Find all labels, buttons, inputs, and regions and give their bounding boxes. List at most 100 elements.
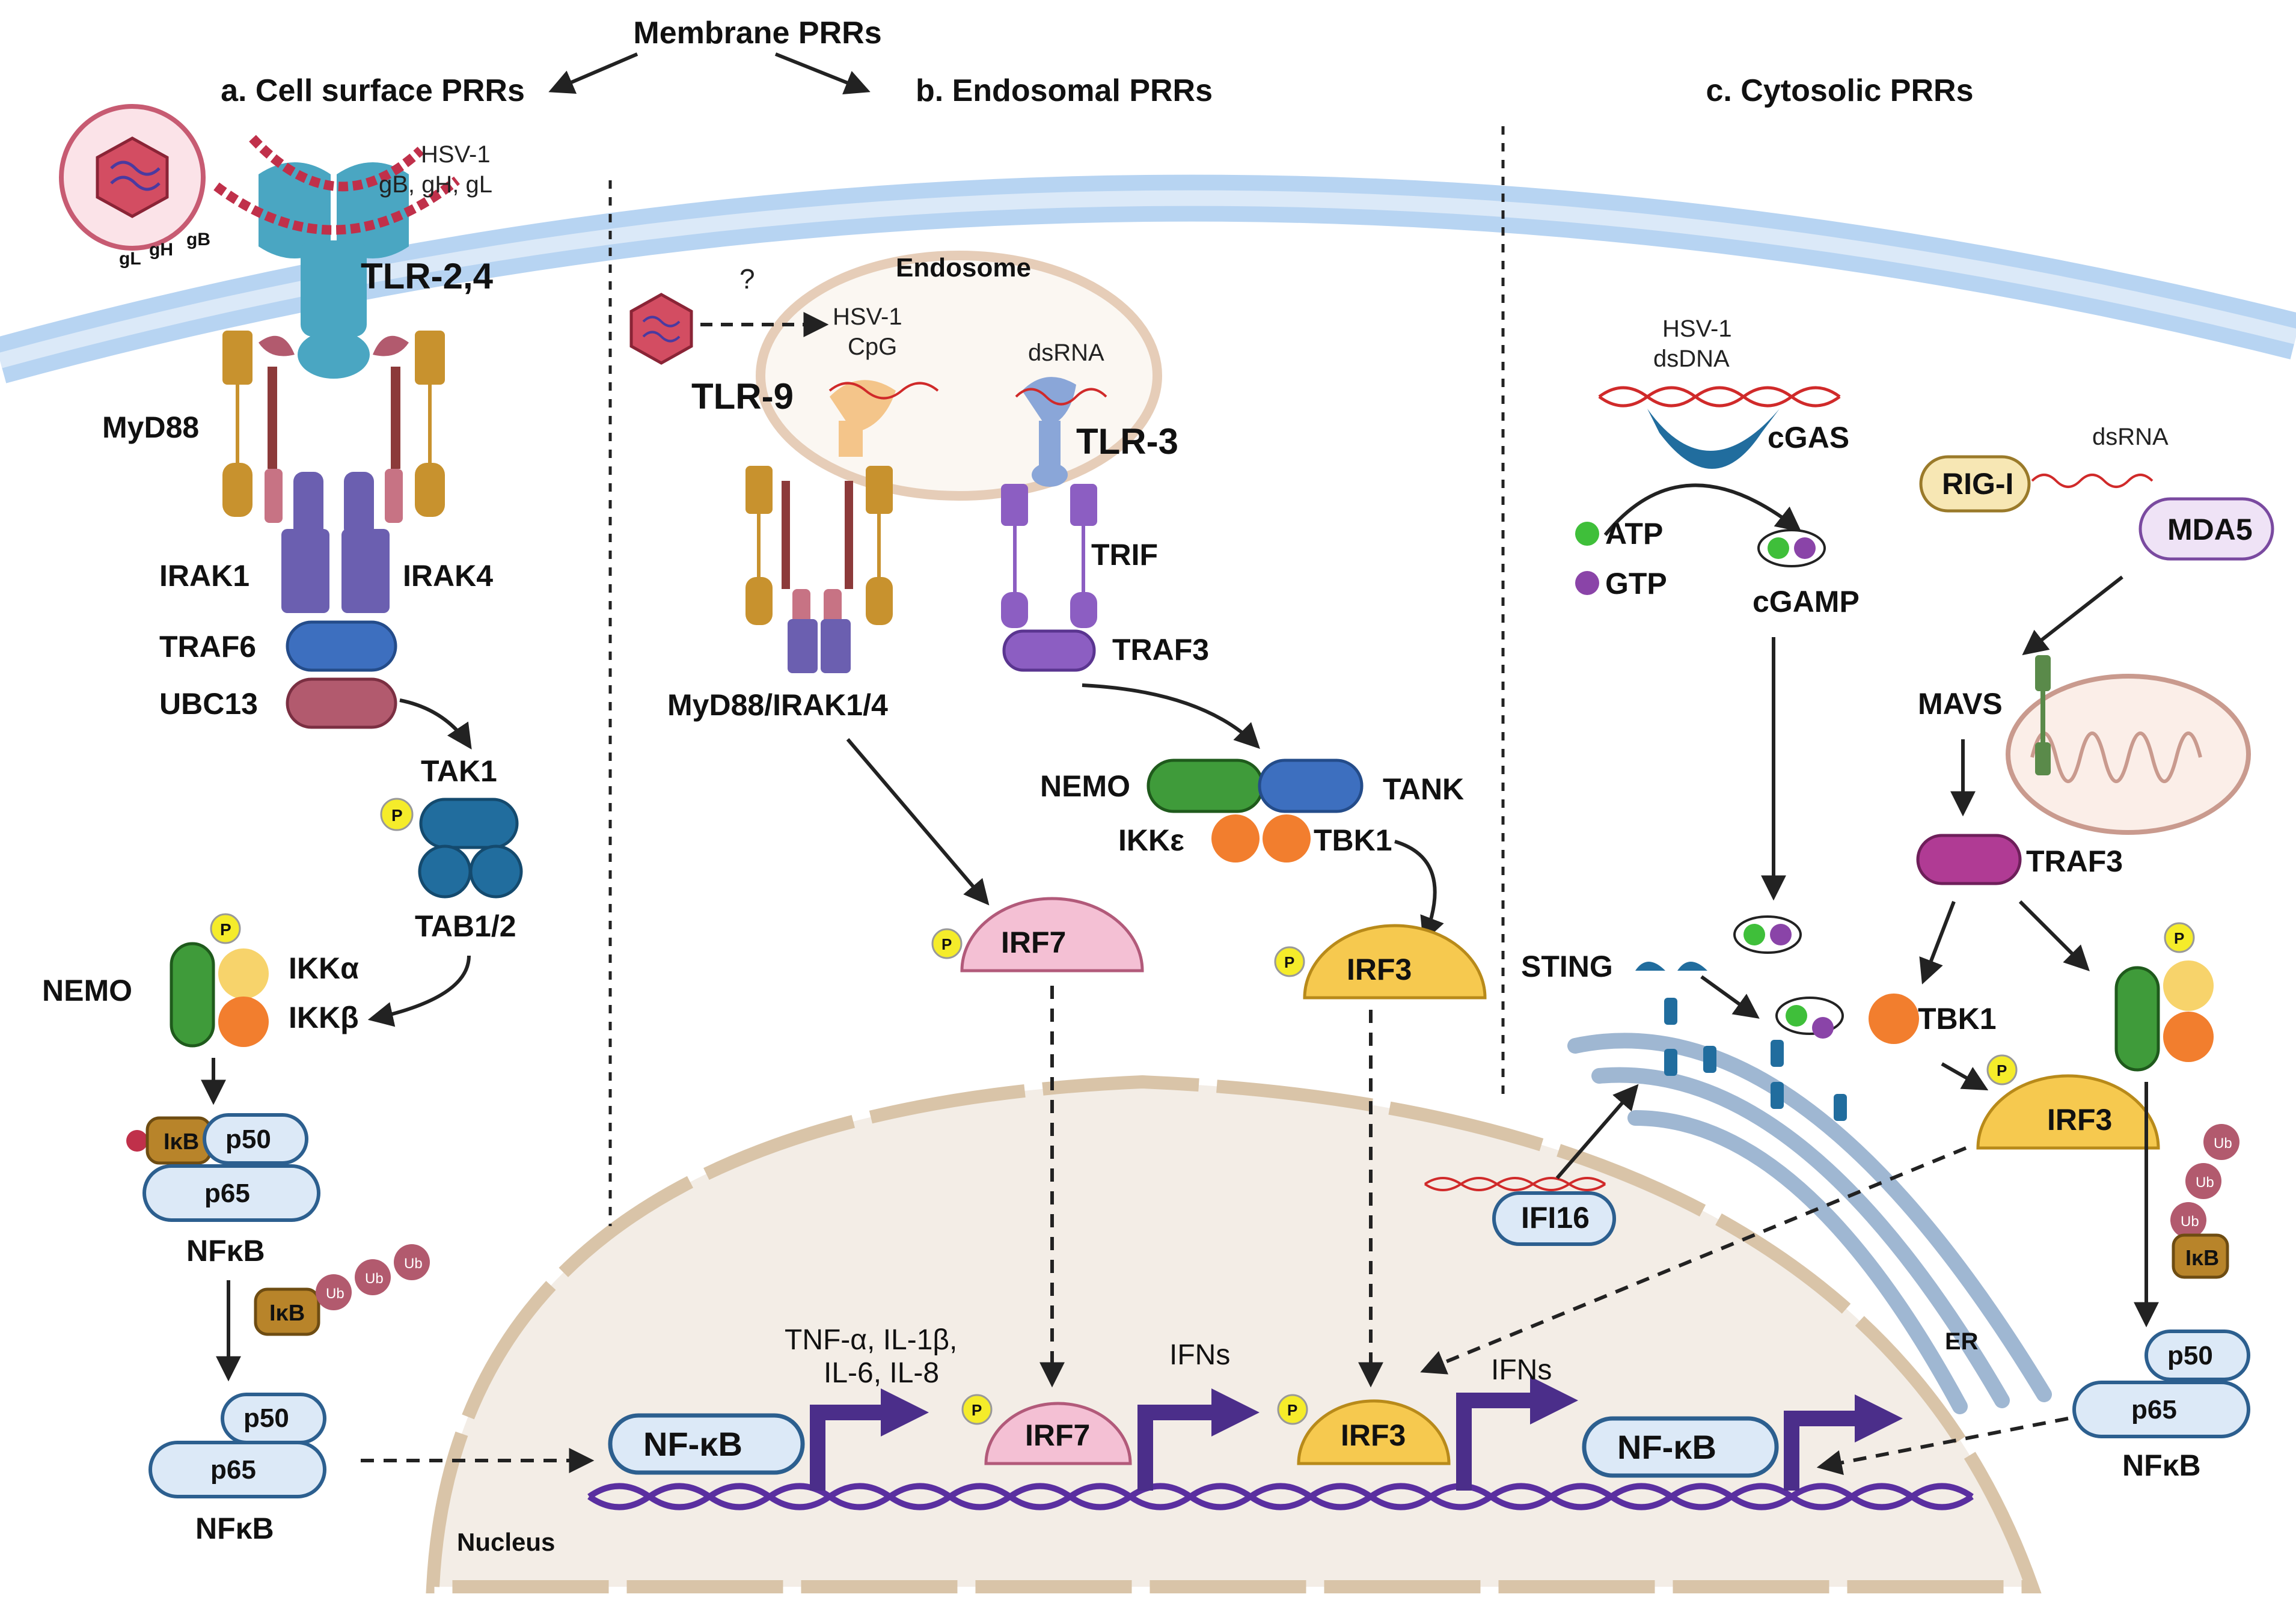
section-c-title: c. Cytosolic PRRs bbox=[1706, 73, 1973, 108]
gtp-label: GTP bbox=[1605, 567, 1667, 600]
ikk-a-phospho: P bbox=[220, 920, 231, 939]
arrow-tbk1-irf3-c bbox=[1941, 1062, 1989, 1091]
cgas-shape bbox=[1647, 409, 1780, 469]
myd88-complex-a bbox=[222, 331, 445, 523]
traf6-label: TRAF6 bbox=[159, 630, 256, 664]
cgamp-icon bbox=[1757, 529, 1826, 567]
arrow-mda5-mavs bbox=[2022, 575, 2123, 656]
dna-helix bbox=[587, 1483, 1974, 1510]
traf3-label-c: TRAF3 bbox=[2026, 844, 2123, 878]
dsrna-label-c: dsRNA bbox=[2092, 424, 2169, 450]
hsv1-capsid-icon bbox=[629, 293, 693, 365]
irf3-phospho-3: P bbox=[1287, 1401, 1297, 1419]
cgamp-icon-2 bbox=[1733, 915, 1802, 954]
tak1-phospho: P bbox=[391, 806, 403, 825]
rigi-dsrna bbox=[2031, 474, 2154, 488]
glycoproteins-label: gB, gH, gL bbox=[379, 171, 492, 198]
hsv1-dsdna-label-2: dsDNA bbox=[1653, 346, 1730, 372]
mitochondrion bbox=[2006, 674, 2251, 835]
ub-label-3: Ub bbox=[404, 1256, 423, 1272]
irf3-phospho-1: P bbox=[1284, 953, 1294, 971]
tlr9-label: TLR-9 bbox=[691, 376, 794, 417]
p50-label-a2: p50 bbox=[243, 1403, 289, 1433]
tlr3-label: TLR-3 bbox=[1076, 421, 1178, 462]
rigi-shape bbox=[1919, 455, 2031, 513]
cytokines-label-2: IL-6, IL-8 bbox=[824, 1357, 939, 1389]
traf3-shape-c bbox=[1916, 834, 2022, 885]
ub-label-c2: Ub bbox=[2196, 1174, 2214, 1191]
tlr-2-4-receptor bbox=[213, 135, 460, 379]
arrow-traf3-tbk1-c bbox=[1919, 900, 1956, 985]
sting-cgamp-complex bbox=[1775, 994, 1919, 1044]
irf3-label-nucleus: IRF3 bbox=[1341, 1418, 1406, 1452]
myd88-label: MyD88 bbox=[102, 411, 199, 444]
ubc13-shape bbox=[286, 677, 397, 729]
irak4-label: IRAK4 bbox=[403, 559, 493, 593]
arrow-irf3c-nucleus bbox=[1420, 1146, 1967, 1375]
ub-label-2: Ub bbox=[365, 1271, 384, 1287]
rigi-label: RIG-I bbox=[1942, 467, 2013, 501]
tank-label: TANK bbox=[1383, 772, 1464, 806]
p65-label-a1: p65 bbox=[204, 1179, 250, 1208]
gl-label: gL bbox=[119, 249, 141, 269]
irf7-label-b: IRF7 bbox=[1001, 926, 1066, 959]
nfkb-free-c bbox=[2072, 1330, 2250, 1438]
atp-icon bbox=[1575, 522, 1599, 546]
traf6-shape bbox=[286, 620, 397, 672]
arrow-to-b bbox=[774, 52, 871, 95]
arrow-sting-complex bbox=[1700, 975, 1760, 1019]
irf3-label-c: IRF3 bbox=[2047, 1103, 2112, 1137]
sting-dimers bbox=[1635, 962, 1847, 1121]
irf3-phospho-2: P bbox=[1997, 1061, 2007, 1079]
nfkb-box-left bbox=[608, 1413, 805, 1475]
ifns-label-1: IFNs bbox=[1169, 1339, 1230, 1371]
tlr9-receptor bbox=[828, 380, 939, 457]
irf7-nucleus bbox=[961, 1394, 1132, 1465]
tbk1-complex-b bbox=[1146, 759, 1364, 863]
ifi16-complex bbox=[1424, 1177, 1616, 1246]
cytokines-label-1: TNF-α, IL-1β, bbox=[785, 1324, 957, 1356]
tlr-2-4-label: TLR-2,4 bbox=[361, 256, 494, 296]
nemo-label-a: NEMO bbox=[42, 974, 132, 1007]
ifi16-label: IFI16 bbox=[1521, 1201, 1590, 1235]
promoter-arrow-2-head bbox=[1211, 1388, 1260, 1436]
arrow-tbk1-irf3 bbox=[1394, 840, 1444, 942]
tbk1-label-b: TBK1 bbox=[1314, 823, 1392, 857]
nfkb-free-a bbox=[148, 1393, 326, 1498]
nfkb-box-right bbox=[1582, 1416, 1779, 1478]
atp-label: ATP bbox=[1605, 517, 1663, 551]
mavs-protein bbox=[2035, 655, 2051, 775]
trif-complex bbox=[1001, 484, 1097, 672]
er-label: ER bbox=[1945, 1328, 1979, 1355]
p50-label-c: p50 bbox=[2167, 1341, 2213, 1370]
promoter-arrow-3 bbox=[1456, 1393, 1533, 1491]
endosome-label: Endosome bbox=[896, 253, 1031, 282]
arrow-cgas-cgamp bbox=[1603, 483, 1802, 536]
gb-label: gB bbox=[186, 230, 210, 249]
p50-label-a1: p50 bbox=[225, 1125, 271, 1154]
header-title: Membrane PRRs bbox=[633, 16, 881, 50]
nfkb-label-nucleus-right: NF-κB bbox=[1617, 1428, 1716, 1466]
arrow-to-a bbox=[548, 52, 638, 94]
tbk1-label-c: TBK1 bbox=[1918, 1002, 1997, 1036]
arrow-nfkbc-nucleus bbox=[1816, 1417, 2069, 1476]
ub-label-c1: Ub bbox=[2214, 1135, 2232, 1152]
sting-label: STING bbox=[1521, 950, 1613, 983]
ikb-ubiquitinated bbox=[254, 1244, 430, 1336]
mda5-shape bbox=[2138, 497, 2274, 561]
nfkb-label-a2: NFκB bbox=[195, 1512, 274, 1545]
irf3-cytosol-b bbox=[1274, 924, 1487, 1000]
ikke-label: IKKε bbox=[1118, 823, 1184, 857]
tlr3-receptor bbox=[1015, 377, 1107, 487]
promoter-arrow-3-head bbox=[1530, 1376, 1578, 1424]
arrow-traf3-ikk-c bbox=[2018, 900, 2090, 971]
tab-label: TAB1/2 bbox=[415, 909, 516, 943]
irf3-cytosol-c bbox=[1976, 1054, 2160, 1150]
ikb-label-a2: IκB bbox=[269, 1301, 305, 1326]
irak-complex bbox=[281, 472, 390, 613]
tak1-label: TAK1 bbox=[421, 754, 497, 788]
promoter-arrow-2 bbox=[1137, 1405, 1214, 1491]
ikka-label: IKKα bbox=[289, 951, 359, 985]
